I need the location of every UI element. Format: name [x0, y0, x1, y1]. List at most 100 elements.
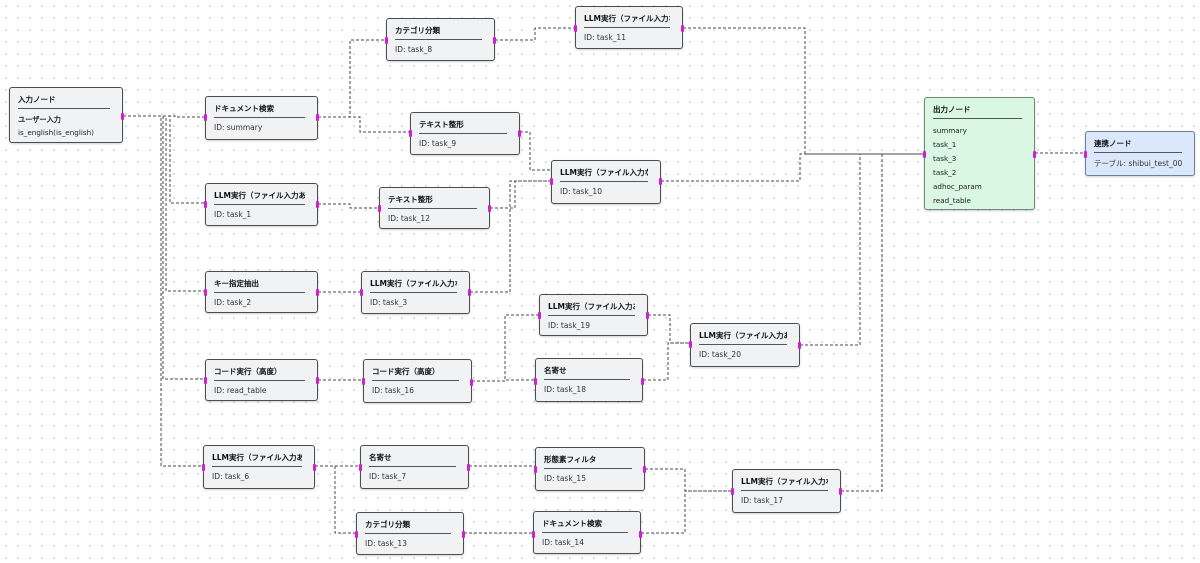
node-output-port[interactable] [467, 464, 470, 471]
node-output-port[interactable] [462, 531, 465, 538]
node-title: ドキュメント検索 [542, 518, 628, 533]
node-task-20[interactable]: LLM実行（ファイル入力あり） ID: task_20 [689, 323, 801, 367]
node-read-table[interactable]: コード実行（高度） ID: read_table [204, 359, 319, 401]
node-input-port[interactable] [204, 114, 207, 121]
output-item-adhoc-param: adhoc_param [933, 182, 982, 191]
node-task-18[interactable]: 名寄せ ID: task_18 [534, 358, 644, 402]
node-task-17[interactable]: LLM実行（ファイル入力なし） ID: task_17 [731, 469, 842, 513]
node-task-3[interactable]: LLM実行（ファイル入力なし） ID: task_3 [360, 271, 471, 314]
node-title: カテゴリ分類 [395, 25, 482, 40]
link-node-input-port[interactable] [1084, 151, 1087, 158]
node-output-port[interactable] [316, 114, 319, 121]
node-id: ID: task_17 [741, 496, 783, 505]
node-id: ID: task_7 [369, 472, 407, 481]
node-output-port[interactable] [470, 379, 473, 386]
node-task-1[interactable]: LLM実行（ファイル入力あり） ID: task_1 [204, 183, 319, 226]
node-task-10[interactable]: LLM実行（ファイル入力なし） ID: task_10 [550, 160, 662, 204]
node-title: 名寄せ [369, 452, 456, 467]
output-node-output-port[interactable] [1033, 151, 1036, 158]
input-node-title: 入力ノード [18, 94, 110, 109]
node-title: LLM実行（ファイル入力なし） [584, 13, 670, 28]
node-output-port[interactable] [659, 178, 662, 185]
node-id: ID: task_11 [584, 33, 626, 42]
node-output-port[interactable] [681, 25, 684, 32]
node-output-port[interactable] [641, 378, 644, 385]
node-input-port[interactable] [204, 289, 207, 296]
node-summary[interactable]: ドキュメント検索 ID: summary [204, 96, 319, 140]
node-title: LLM実行（ファイル入力なし） [370, 278, 457, 293]
node-id: ID: task_9 [419, 139, 457, 148]
link-node[interactable]: 連携ノード テーブル: shibui_test_00 [1084, 131, 1195, 176]
node-task-15[interactable]: 形態素フィルタ ID: task_15 [534, 447, 646, 491]
node-id: ID: task_16 [372, 386, 414, 395]
node-input-port[interactable] [202, 464, 205, 471]
node-task-2[interactable]: キー指定抽出 ID: task_2 [204, 271, 319, 313]
input-node-user-input: ユーザー入力 [18, 115, 61, 124]
node-id: ID: task_10 [560, 187, 602, 196]
node-input-port[interactable] [534, 466, 537, 473]
node-output-port[interactable] [313, 464, 316, 471]
input-node[interactable]: 入力ノード ユーザー入力 is_english(is_english) [9, 87, 124, 143]
node-output-port[interactable] [468, 289, 471, 296]
node-output-port[interactable] [639, 531, 642, 538]
node-task-19[interactable]: LLM実行（ファイル入力あり） ID: task_19 [538, 294, 649, 336]
node-input-port[interactable] [550, 178, 553, 185]
node-output-port[interactable] [518, 130, 521, 137]
node-title: ドキュメント検索 [214, 103, 305, 118]
input-node-output-port[interactable] [121, 113, 124, 120]
node-output-port[interactable] [316, 377, 319, 384]
output-item-summary: summary [933, 126, 967, 135]
node-input-port[interactable] [409, 130, 412, 137]
node-output-port[interactable] [316, 289, 319, 296]
node-id: ID: task_19 [548, 321, 590, 330]
output-item-task-2: task_2 [933, 168, 957, 177]
node-input-port[interactable] [204, 201, 207, 208]
node-id: ID: task_3 [370, 298, 408, 307]
node-input-port[interactable] [360, 289, 363, 296]
node-output-port[interactable] [493, 37, 496, 44]
node-task-7[interactable]: 名寄せ ID: task_7 [359, 445, 470, 489]
node-input-port[interactable] [731, 488, 734, 495]
node-title: LLM実行（ファイル入力なし） [560, 167, 648, 182]
node-input-port[interactable] [204, 377, 207, 384]
output-node[interactable]: 出力ノード summary task_1 task_3 task_2 adhoc… [923, 97, 1036, 210]
node-input-port[interactable] [534, 378, 537, 385]
node-output-port[interactable] [798, 342, 801, 349]
node-title: LLM実行（ファイル入力あり） [214, 190, 305, 205]
node-input-port[interactable] [362, 378, 365, 385]
node-id: ID: task_2 [214, 298, 252, 307]
node-title: テキスト整形 [388, 194, 477, 209]
node-id: ID: task_15 [544, 474, 586, 483]
node-output-port[interactable] [646, 312, 649, 319]
node-id: ID: task_1 [214, 210, 252, 219]
node-task-16[interactable]: コード実行（高度） ID: task_16 [362, 359, 473, 403]
node-input-port[interactable] [538, 312, 541, 319]
node-input-port[interactable] [574, 25, 577, 32]
output-item-task-3: task_3 [933, 154, 957, 163]
node-task-11[interactable]: LLM実行（ファイル入力なし） ID: task_11 [574, 6, 684, 49]
node-task-6[interactable]: LLM実行（ファイル入力あり） ID: task_6 [202, 445, 316, 489]
node-input-port[interactable] [378, 205, 381, 212]
node-input-port[interactable] [359, 464, 362, 471]
node-title: コード実行（高度） [372, 366, 459, 381]
node-output-port[interactable] [488, 205, 491, 212]
output-node-input-port[interactable] [923, 151, 926, 158]
node-task-14[interactable]: ドキュメント検索 ID: task_14 [532, 511, 642, 554]
node-task-9[interactable]: テキスト整形 ID: task_9 [409, 112, 521, 155]
node-task-8[interactable]: カテゴリ分類 ID: task_8 [385, 18, 496, 61]
node-input-port[interactable] [355, 531, 358, 538]
node-title: カテゴリ分類 [365, 519, 451, 534]
node-title: 形態素フィルタ [544, 454, 632, 469]
node-input-port[interactable] [689, 341, 692, 348]
node-id: ID: task_14 [542, 538, 584, 547]
node-input-port[interactable] [532, 531, 535, 538]
node-output-port[interactable] [316, 201, 319, 208]
node-task-12[interactable]: テキスト整形 ID: task_12 [378, 187, 491, 229]
node-input-port[interactable] [385, 37, 388, 44]
node-id: ID: task_13 [365, 539, 407, 548]
node-task-13[interactable]: カテゴリ分類 ID: task_13 [355, 512, 465, 555]
node-output-port[interactable] [839, 488, 842, 495]
node-output-port[interactable] [643, 466, 646, 473]
node-title: LLM実行（ファイル入力あり） [699, 330, 787, 345]
output-item-task-1: task_1 [933, 140, 957, 149]
